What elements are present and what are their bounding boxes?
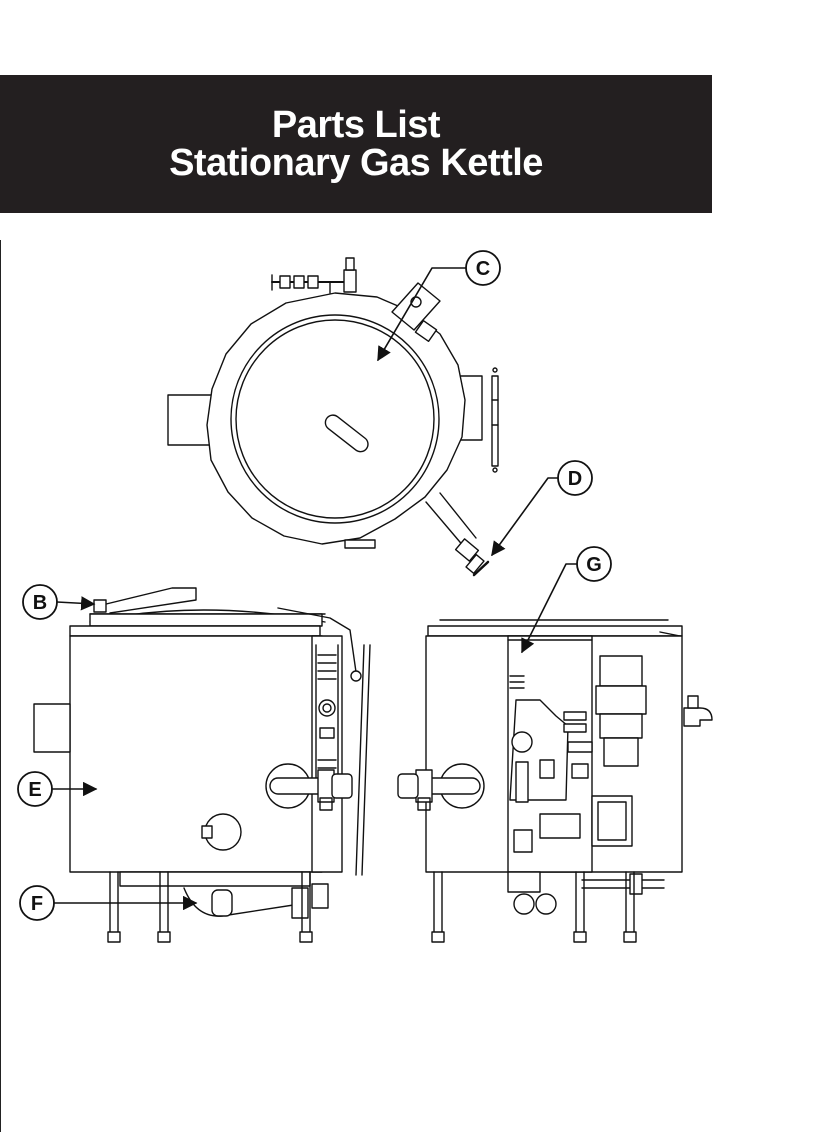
callout-c: C: [377, 250, 501, 362]
callout-c-label: C: [476, 258, 490, 280]
callout-f: F: [19, 885, 198, 921]
title-banner: Parts List Stationary Gas Kettle: [0, 75, 712, 213]
title-line-2: Stationary Gas Kettle: [169, 142, 543, 184]
callout-b: B: [22, 584, 96, 620]
callout-b-label: B: [33, 592, 47, 614]
callout-g-label: G: [586, 554, 602, 576]
callout-e: E: [17, 771, 98, 807]
front-view: [33, 587, 371, 943]
callout-d: D: [491, 460, 593, 557]
callout-d-label: D: [568, 468, 582, 490]
title-line-1: Parts List: [271, 104, 441, 146]
callout-e-label: E: [28, 779, 41, 801]
rear-view: [397, 619, 713, 943]
page-left-rule: [0, 240, 1, 1132]
callout-f-label: F: [31, 893, 43, 915]
callout-g: G: [521, 546, 612, 654]
top-view: [167, 257, 499, 577]
